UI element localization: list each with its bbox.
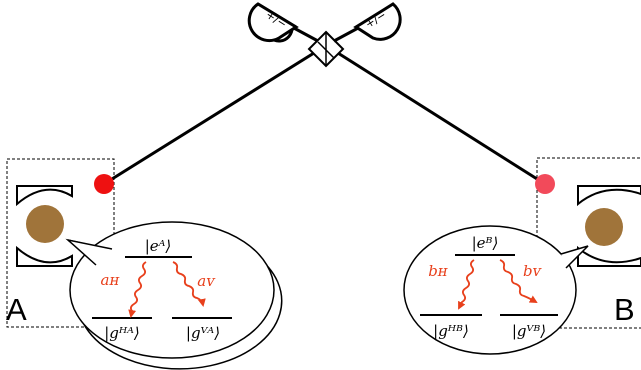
detector-arm-left <box>291 25 319 43</box>
label-b-ground-h: |gᴴᴮ⟩ <box>433 322 469 340</box>
atom-b <box>585 208 623 246</box>
emitter-b <box>535 174 555 194</box>
label-a-photon-v: aᴠ <box>197 272 216 290</box>
label-a-ground-v: |gⱽᴬ⟩ <box>186 324 220 342</box>
label-a-ground-h: |gᴴᴬ⟩ <box>104 324 140 342</box>
bubble-b <box>403 225 577 355</box>
label-b-photon-v: bᴠ <box>523 262 543 280</box>
atom-a <box>26 205 64 243</box>
label-a-photon-h: aʜ <box>101 271 120 289</box>
beam-splitter <box>307 30 345 68</box>
label-b-excited: |eᴮ⟩ <box>472 234 499 252</box>
photon-a-h-path <box>128 261 147 318</box>
fiber-link-a <box>103 46 323 186</box>
label-a-excited: |eᴬ⟩ <box>145 237 172 255</box>
node-a-letter: A <box>6 292 27 327</box>
detector-right: +/− <box>353 2 402 41</box>
emitter-a <box>94 174 114 194</box>
photon-a-v-path <box>172 261 206 307</box>
fiber-link-b <box>329 46 546 186</box>
node-b-letter: B <box>614 292 635 327</box>
photon-b-v-path <box>499 259 538 303</box>
label-b-ground-v: |gⱽᴮ⟩ <box>512 322 546 340</box>
label-b-photon-h: bʜ <box>428 262 448 280</box>
detector-arm-right <box>333 25 361 43</box>
detector-left: +/− <box>247 2 299 43</box>
cavity-a <box>16 185 73 267</box>
photon-b-h-path <box>458 259 475 310</box>
